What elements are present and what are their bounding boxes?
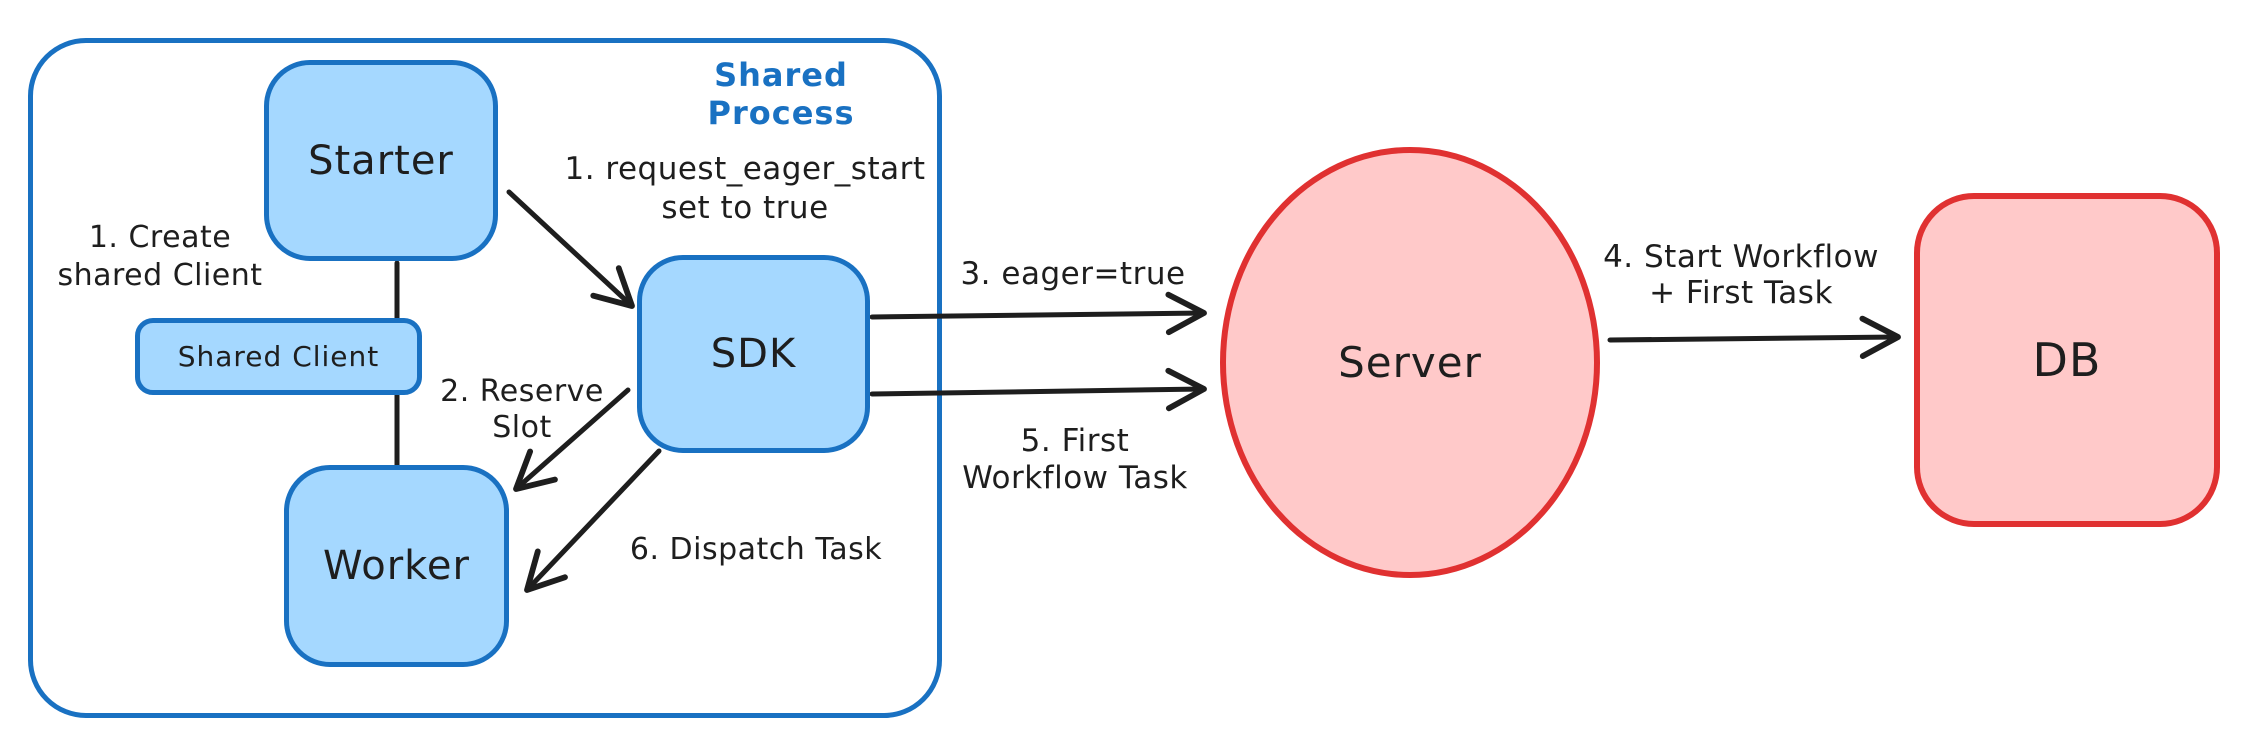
node-sdk-label: SDK	[710, 331, 797, 377]
annotation-create-shared-client: 1. Create shared Client	[35, 219, 285, 295]
shared-process-label: Shared Process	[707, 56, 855, 132]
arrow-request-eager-start	[506, 189, 635, 309]
node-shared-client: Shared Client	[135, 318, 422, 395]
annotation-first-workflow-task-line1: 5. First	[1020, 423, 1130, 459]
arrow-first-workflow-task	[869, 367, 1207, 412]
annotation-create-shared-client-line2: shared Client	[57, 258, 263, 293]
annotation-dispatch-task: 6. Dispatch Task	[606, 533, 906, 567]
arrow-eager-true	[869, 291, 1207, 336]
arrow-reserve-slot	[513, 387, 631, 492]
annotation-reserve-slot-line1: 2. Reserve	[440, 374, 604, 409]
node-starter: Starter	[264, 60, 498, 261]
annotation-eager-true-line1: 3. eager=true	[960, 256, 1186, 292]
shared-process-container	[28, 38, 942, 718]
annotation-dispatch-task-line1: 6. Dispatch Task	[629, 532, 883, 567]
node-sdk: SDK	[637, 255, 870, 453]
arrow-start-workflow	[1607, 315, 1901, 360]
annotation-reserve-slot-line2: Slot	[492, 410, 552, 445]
node-db: DB	[1914, 193, 2220, 527]
node-server-label: Server	[1338, 338, 1482, 387]
node-server: Server	[1220, 147, 1600, 578]
annotation-request-eager-start: 1. request_eager_start set to true	[545, 150, 945, 228]
annotation-create-shared-client-line1: 1. Create	[88, 220, 232, 255]
node-worker: Worker	[284, 465, 509, 667]
node-db-label: DB	[2032, 333, 2102, 387]
arrow-dispatch-task	[524, 448, 662, 593]
annotation-request-eager-start-line1: 1. request_eager_start	[564, 151, 926, 187]
node-worker-label: Worker	[323, 543, 470, 589]
annotation-start-workflow-line2: + First Task	[1649, 275, 1833, 311]
annotation-request-eager-start-line2: set to true	[661, 190, 829, 226]
node-starter-label: Starter	[308, 137, 454, 184]
node-shared-client-label: Shared Client	[177, 340, 380, 373]
annotation-first-workflow-task: 5. First Workflow Task	[925, 423, 1225, 497]
annotation-start-workflow-line1: 4. Start Workflow	[1603, 239, 1879, 275]
annotation-reserve-slot: 2. Reserve Slot	[422, 374, 622, 446]
annotation-first-workflow-task-line2: Workflow Task	[962, 460, 1188, 496]
annotation-start-workflow-first-task: 4. Start Workflow + First Task	[1591, 239, 1891, 311]
annotation-eager-true: 3. eager=true	[948, 258, 1198, 291]
